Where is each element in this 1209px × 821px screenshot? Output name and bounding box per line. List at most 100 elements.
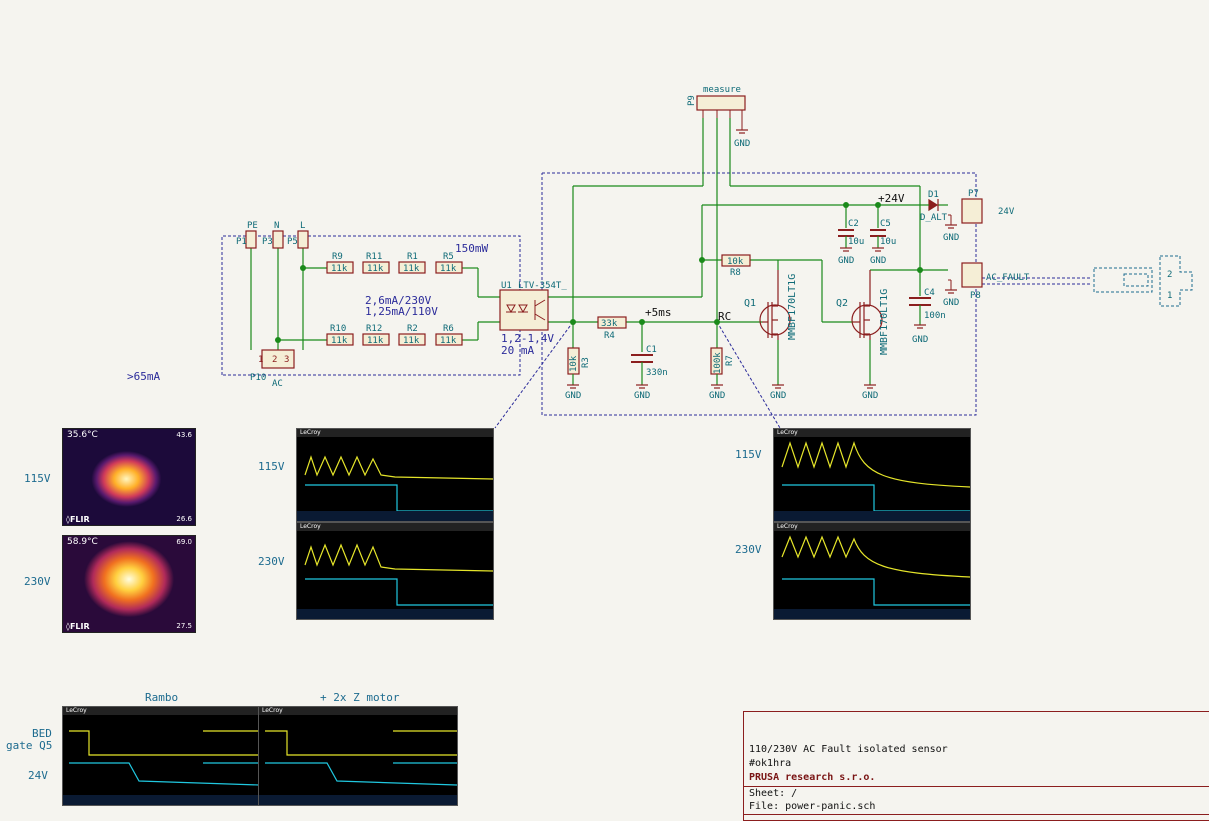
p7-ref: P7 [968, 189, 979, 199]
p10-value: AC [272, 379, 283, 389]
c2-ref: C2 [848, 219, 859, 229]
note-power: 150mW [455, 242, 488, 255]
p7-value: 24V [998, 207, 1015, 217]
tb-tag: #ok1hra [749, 758, 792, 769]
scope-brand: LeCroy [300, 429, 321, 436]
r6-ref: R6 [443, 324, 454, 334]
ground-symbols [567, 129, 957, 389]
gnd-3: GND [709, 391, 725, 401]
label-right-115: 115V [735, 448, 762, 461]
label-rambo: Rambo [145, 691, 179, 704]
label-24v: 24V [28, 769, 48, 782]
label-gate: gate Q5 [6, 739, 53, 752]
title-block: 110/230V AC Fault isolated sensor #ok1hr… [743, 711, 1209, 821]
tb-company: PRUSA research s.r.o. [749, 772, 876, 783]
c5-ref: C5 [880, 219, 891, 229]
tb-sheet: Sheet: / [749, 788, 798, 799]
u1-value: LTV-354T_ [518, 281, 567, 291]
scope-115-left: LeCroy [296, 428, 494, 522]
r5-value: 11k [440, 264, 457, 274]
resistor-r12 [362, 333, 390, 346]
p5-ref: P5 [287, 237, 298, 247]
p9-value: measure [703, 85, 741, 95]
c4-ref: C4 [924, 288, 935, 298]
thermal-temp: 35.6°C [67, 430, 98, 440]
c5-value: 10u [880, 237, 896, 247]
q2-ref: Q2 [836, 298, 848, 309]
d1-ref: D1 [928, 190, 939, 200]
component-labels: PE N L P1 P3 P5 AC P10 R9 11k R11 11k R1… [236, 85, 1030, 389]
q1-ref: Q1 [744, 298, 756, 309]
q2-value: MMBF170LT1G [879, 289, 890, 355]
connector-p3 [272, 230, 284, 249]
net-labels: +24V +5ms RC GND GND GND GND GND GND GND… [565, 139, 959, 401]
label-left-115: 115V [24, 472, 51, 485]
tb-file: File: power-panic.sch [749, 801, 876, 812]
connector-p10 [261, 349, 295, 369]
capacitor-leads [572, 236, 921, 385]
scope-brand: LeCroy [66, 707, 87, 714]
resistor-r6 [435, 333, 463, 346]
p5-value: L [300, 221, 305, 231]
connector-pin-leads [702, 110, 952, 290]
gnd-8: GND [912, 335, 928, 345]
label-left-230: 230V [24, 575, 51, 588]
note-led-i: 20 mA [501, 344, 534, 357]
gnd-2: GND [634, 391, 650, 401]
resistor-r2 [398, 333, 426, 346]
p1-value: PE [247, 221, 258, 231]
offsheet-pin-1: 1 [1167, 291, 1172, 301]
connector-p9 [696, 95, 746, 111]
dashed-boundaries [221, 172, 1090, 429]
flir-logo: ◊FLIR [66, 622, 90, 631]
scope-brand: LeCroy [262, 707, 283, 714]
r1-ref: R1 [407, 252, 418, 262]
thermal-image-230: 58.9°C 69.0 27.5 ◊FLIR [62, 535, 196, 633]
r4-ref: R4 [604, 331, 615, 341]
wires [250, 118, 948, 385]
gnd-11: GND [943, 298, 959, 308]
resistor-r8 [721, 254, 751, 267]
connector-p7 [961, 198, 983, 224]
scope-brand: LeCroy [777, 523, 798, 530]
resistor-r10 [326, 333, 354, 346]
label-bed: BED [32, 727, 52, 740]
r11-ref: R11 [366, 252, 382, 262]
d1-value: D_ALT [920, 213, 948, 223]
label-scope-115: 115V [258, 460, 285, 473]
r12-ref: R12 [366, 324, 382, 334]
net-24v: +24V [878, 192, 905, 205]
diode-d1 [920, 198, 939, 212]
offsheet-connector [1093, 255, 1193, 307]
scope-115-right: LeCroy [773, 428, 971, 522]
p10-pin-2: 2 [272, 355, 277, 365]
p9-ref: P9 [687, 95, 697, 106]
thermal-min: 27.5 [176, 622, 192, 630]
r12-value: 11k [367, 336, 384, 346]
r9-value: 11k [331, 264, 348, 274]
net-rc: RC [718, 310, 731, 323]
r9-ref: R9 [332, 252, 343, 262]
note-current-2: 1,25mA/110V [365, 305, 438, 318]
p8-value: AC_FAULT [986, 273, 1030, 283]
offsheet-pin-2: 2 [1167, 270, 1172, 280]
c4-value: 100n [924, 311, 946, 321]
scope-zmotor: LeCroy [258, 706, 458, 806]
p3-ref: P3 [262, 237, 273, 247]
r5-ref: R5 [443, 252, 454, 262]
r3-ref: R3 [581, 357, 591, 368]
pin-numbers: 1 2 3 [258, 355, 289, 365]
p8-ref: P8 [970, 291, 981, 301]
gnd-10: GND [943, 233, 959, 243]
r8-ref: R8 [730, 268, 741, 278]
gnd-9: GND [734, 139, 750, 149]
thermal-image-115: 35.6°C 43.6 26.6 ◊FLIR [62, 428, 196, 526]
gnd-5: GND [862, 391, 878, 401]
p3-value: N [274, 221, 279, 231]
scope-brand: LeCroy [777, 429, 798, 436]
scope-rambo: LeCroy [62, 706, 260, 806]
connector-p5 [297, 230, 309, 249]
r7-ref: R7 [725, 355, 735, 366]
r10-value: 11k [331, 336, 348, 346]
q1-value: MMBF170LT1G [787, 274, 798, 340]
